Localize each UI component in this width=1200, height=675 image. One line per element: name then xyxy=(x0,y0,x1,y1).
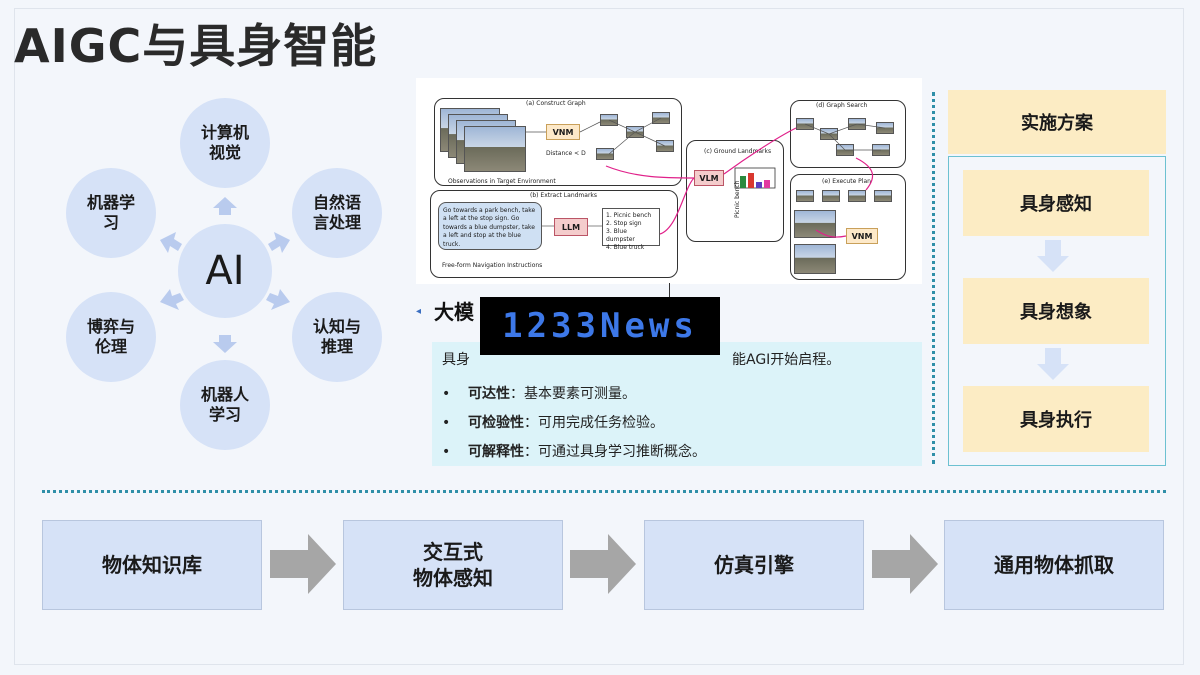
label-execute-plan: (e) Execute Plan xyxy=(822,178,871,185)
node-computer-vision: 计算机 视觉 xyxy=(180,98,270,188)
node-machine-learning: 机器学 习 xyxy=(66,168,156,258)
landmark-list: 1. Picnic bench 2. Stop sign 3. Blue dum… xyxy=(602,208,660,251)
vlm-box: VLM xyxy=(694,170,724,186)
observation-photo xyxy=(464,126,526,172)
graph-node-thumb xyxy=(874,190,892,202)
node-cognition: 认知与 推理 xyxy=(292,292,382,382)
navigation-figure: (a) Construct Graph Observations in Targ… xyxy=(416,78,922,284)
intro-line: 具身能AGI开始启程。 xyxy=(442,352,841,368)
plan-title: 实施方案 xyxy=(948,90,1166,154)
graph-node-thumb xyxy=(596,148,614,160)
arrow-upper-left-icon xyxy=(160,232,182,253)
node-nlp: 自然语 言处理 xyxy=(292,168,382,258)
label-observations: Observations in Target Environment xyxy=(448,178,556,185)
label-distance: Distance < D xyxy=(546,150,586,157)
instruction-bubble: Go towards a park bench, take a left at … xyxy=(438,202,542,250)
section-heading: 大模 xyxy=(434,300,474,324)
flow-general-grasping: 通用物体抓取 xyxy=(944,520,1164,610)
flow-simulation-engine: 仿真引擎 xyxy=(644,520,864,610)
down-arrow-icon xyxy=(1037,240,1069,272)
connector-line xyxy=(669,283,670,299)
watermark-overlay: 1233News xyxy=(480,297,720,355)
horizontal-divider xyxy=(42,490,1166,493)
flow-object-knowledge-base: 物体知识库 xyxy=(42,520,262,610)
label-graph-search: (d) Graph Search xyxy=(816,102,868,109)
plan-step-execution: 具身执行 xyxy=(963,386,1149,452)
description-box: 具身能AGI开始启程。 •可达性：基本要素可测量。 •可检验性：可用完成任务检验… xyxy=(432,342,922,466)
landmark-bar-chart xyxy=(734,167,776,189)
label-construct-graph: (a) Construct Graph xyxy=(526,100,586,107)
label-free-form: Free-form Navigation Instructions xyxy=(442,262,543,269)
node-ai-center: AI xyxy=(178,224,272,318)
arrow-upper-right-icon xyxy=(268,232,290,253)
vnm-box-execute: VNM xyxy=(846,228,878,244)
vertical-divider xyxy=(932,92,935,464)
label-ground-landmarks: (c) Ground Landmarks xyxy=(704,148,772,155)
bullet-item: •可解释性：可通过具身学习推断概念。 xyxy=(442,444,706,460)
flow-interactive-perception: 交互式 物体感知 xyxy=(343,520,563,610)
graph-node-thumb xyxy=(796,190,814,202)
right-arrow-icon xyxy=(872,534,938,594)
llm-box: LLM xyxy=(554,218,588,236)
graph-node-thumb xyxy=(822,190,840,202)
node-game-ethics: 博弈与 伦理 xyxy=(66,292,156,382)
plan-frame xyxy=(948,156,1166,466)
label-extract-landmarks: (b) Extract Landmarks xyxy=(530,192,598,199)
node-robot-learning: 机器人 学习 xyxy=(180,360,270,450)
down-arrow-icon xyxy=(1037,348,1069,380)
diagram-arrows xyxy=(160,197,290,353)
bullet-item: •可达性：基本要素可测量。 xyxy=(442,386,636,402)
bullet-item: •可检验性：可用完成任务检验。 xyxy=(442,415,664,431)
figure-connectors xyxy=(526,117,886,238)
arrow-lower-right-icon xyxy=(266,289,290,310)
vnm-box: VNM xyxy=(546,124,580,140)
arrow-up-icon xyxy=(213,197,237,215)
panel-ground-landmarks xyxy=(686,140,784,242)
panel-graph-search xyxy=(790,100,906,168)
graph-node-thumb xyxy=(848,190,866,202)
right-arrow-icon xyxy=(270,534,336,594)
plan-step-imagination: 具身想象 xyxy=(963,278,1149,344)
pointer-arrow-icon: ◂ xyxy=(416,306,422,317)
plan-step-perception: 具身感知 xyxy=(963,170,1149,236)
arrow-lower-left-icon xyxy=(160,289,184,310)
page-title: AIGC与具身智能 xyxy=(14,19,378,73)
execute-photo xyxy=(794,244,836,274)
execute-photo xyxy=(794,210,836,238)
arrow-down-icon xyxy=(213,335,237,353)
right-arrow-icon xyxy=(570,534,636,594)
